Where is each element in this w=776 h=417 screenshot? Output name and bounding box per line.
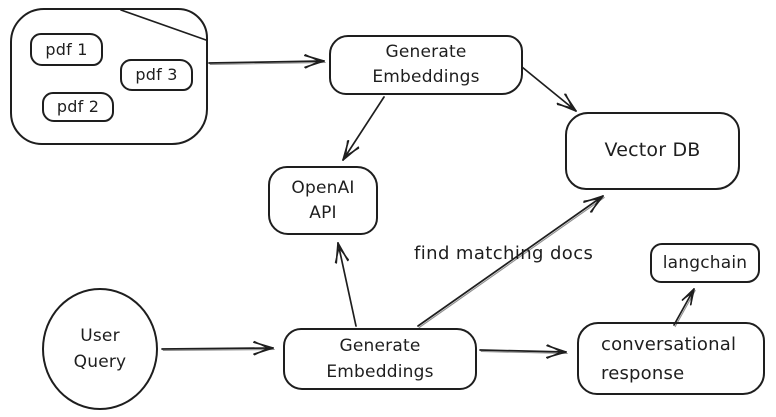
node-langchain-label: langchain — [662, 252, 748, 273]
node-pdf-3: pdf 3 — [120, 59, 193, 91]
arrow-generate-embeddings-bottom-to-openai-api — [334, 242, 357, 327]
arrow-user-query-to-generate-embeddings-bottom — [161, 340, 275, 356]
node-openai-api: OpenAI API — [268, 166, 378, 235]
node-generate-embeddings-top-line1: Generate — [385, 42, 467, 62]
node-openai-api-line1: OpenAI — [291, 177, 355, 198]
node-user-query-line2: Query — [73, 352, 127, 372]
node-pdf-collection — [10, 8, 208, 145]
node-conversational-response-line2: response — [601, 362, 685, 384]
node-conversational-response: conversational response — [577, 322, 765, 395]
arrow-generate-embeddings-top-to-openai-api — [342, 96, 385, 161]
node-pdf-1-label: pdf 1 — [45, 39, 88, 59]
node-vector-db-label: Vector DB — [604, 139, 701, 162]
node-vector-db: Vector DB — [565, 112, 740, 190]
node-conversational-response-line1: conversational — [601, 333, 737, 355]
node-langchain: langchain — [650, 243, 760, 283]
node-generate-embeddings-bottom-line1: Generate — [339, 336, 421, 356]
node-openai-api-line2: API — [309, 202, 337, 223]
arrow-generate-embeddings-bottom-to-conversational-response — [479, 344, 568, 359]
node-pdf-2-label: pdf 2 — [56, 97, 100, 117]
node-pdf-1: pdf 1 — [30, 33, 103, 66]
arrow-pdfs-to-generate-embeddings-top — [208, 54, 326, 69]
node-pdf-3-label: pdf 3 — [135, 65, 178, 85]
node-generate-embeddings-bottom: Generate Embeddings — [283, 328, 477, 390]
arrow-generate-embeddings-top-to-vector-db — [521, 66, 577, 112]
node-pdf-2: pdf 2 — [42, 92, 114, 122]
node-generate-embeddings-top: Generate Embeddings — [329, 35, 523, 95]
node-generate-embeddings-bottom-line2: Embeddings — [326, 362, 434, 382]
node-generate-embeddings-top-line2: Embeddings — [372, 67, 480, 87]
arrow-conversational-response-to-langchain — [673, 288, 696, 328]
edge-label-find-matching-docs: find matching docs — [414, 243, 594, 264]
node-user-query: User Query — [42, 288, 158, 410]
node-user-query-line1: User — [80, 326, 120, 346]
